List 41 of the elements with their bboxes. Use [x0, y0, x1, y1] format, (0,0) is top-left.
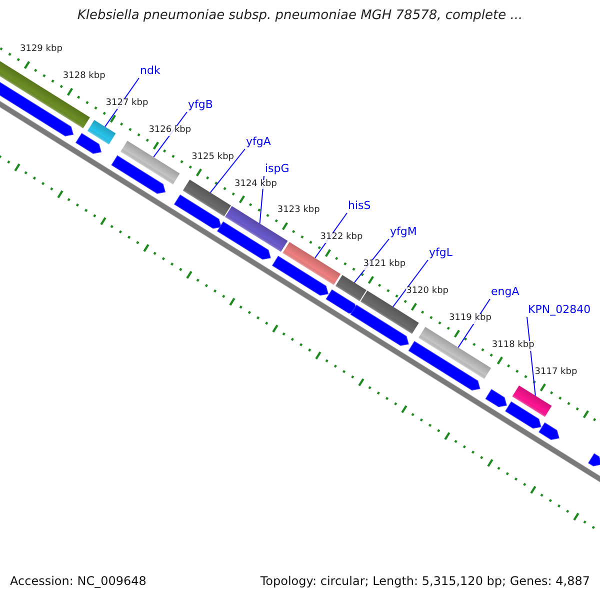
cds-feature [75, 132, 102, 154]
scale-label: 3125 kbp [192, 152, 234, 162]
cds-feature [505, 401, 542, 429]
scale-label: 3128 kbp [62, 72, 106, 82]
leader-line [526, 316, 536, 396]
scale-label: 3121 kbp [363, 260, 406, 270]
cds-feature [538, 422, 560, 440]
cds-feature [485, 389, 507, 408]
cds-feature [216, 221, 271, 260]
leader-line [210, 148, 246, 194]
cds-feature [326, 289, 358, 314]
gene-label: engA [491, 286, 520, 298]
cds-feature [408, 340, 480, 391]
scale-label: 3117 kbp [534, 368, 578, 378]
scale-label: 3119 kbp [449, 314, 492, 324]
gene-label: yfgL [429, 247, 452, 260]
genome-summary-text: Topology: circular; Length: 5,315,120 bp; Genes: 4,887 [260, 575, 590, 588]
scale-label: 3129 kbp [20, 45, 62, 55]
scale-label: 3122 kbp [320, 233, 363, 244]
gene-label: ndk [140, 65, 160, 78]
cds-feature [588, 453, 600, 466]
cds-feature [272, 256, 329, 296]
cds-feature [174, 194, 222, 229]
gene-label: yfgM [390, 226, 417, 238]
scale-label: 3118 kbp [492, 340, 534, 351]
scale-label: 3123 kbp [277, 206, 320, 216]
gene-label: hisS [348, 200, 371, 212]
title: Klebsiella pneumoniae subsp. pneumoniae MGH 78578, complete ... [76, 9, 524, 24]
cds-feature [0, 82, 74, 136]
leader-line [392, 260, 428, 308]
gene-label: yfgA [246, 136, 271, 148]
scale-label: 3120 kbp [406, 287, 448, 297]
gene-label: ispG [265, 163, 290, 176]
scale-label: 3127 kbp [106, 98, 148, 109]
scale-label: 3126 kbp [148, 126, 192, 136]
scale-label: 3124 kbp [234, 180, 277, 190]
accession-text: Accession: NC_009648 [10, 575, 146, 588]
cds-feature [111, 155, 166, 194]
cds-feature [350, 304, 409, 346]
gene-label: KPN_02840 [528, 304, 591, 316]
gene-label: yfgB [188, 99, 213, 112]
